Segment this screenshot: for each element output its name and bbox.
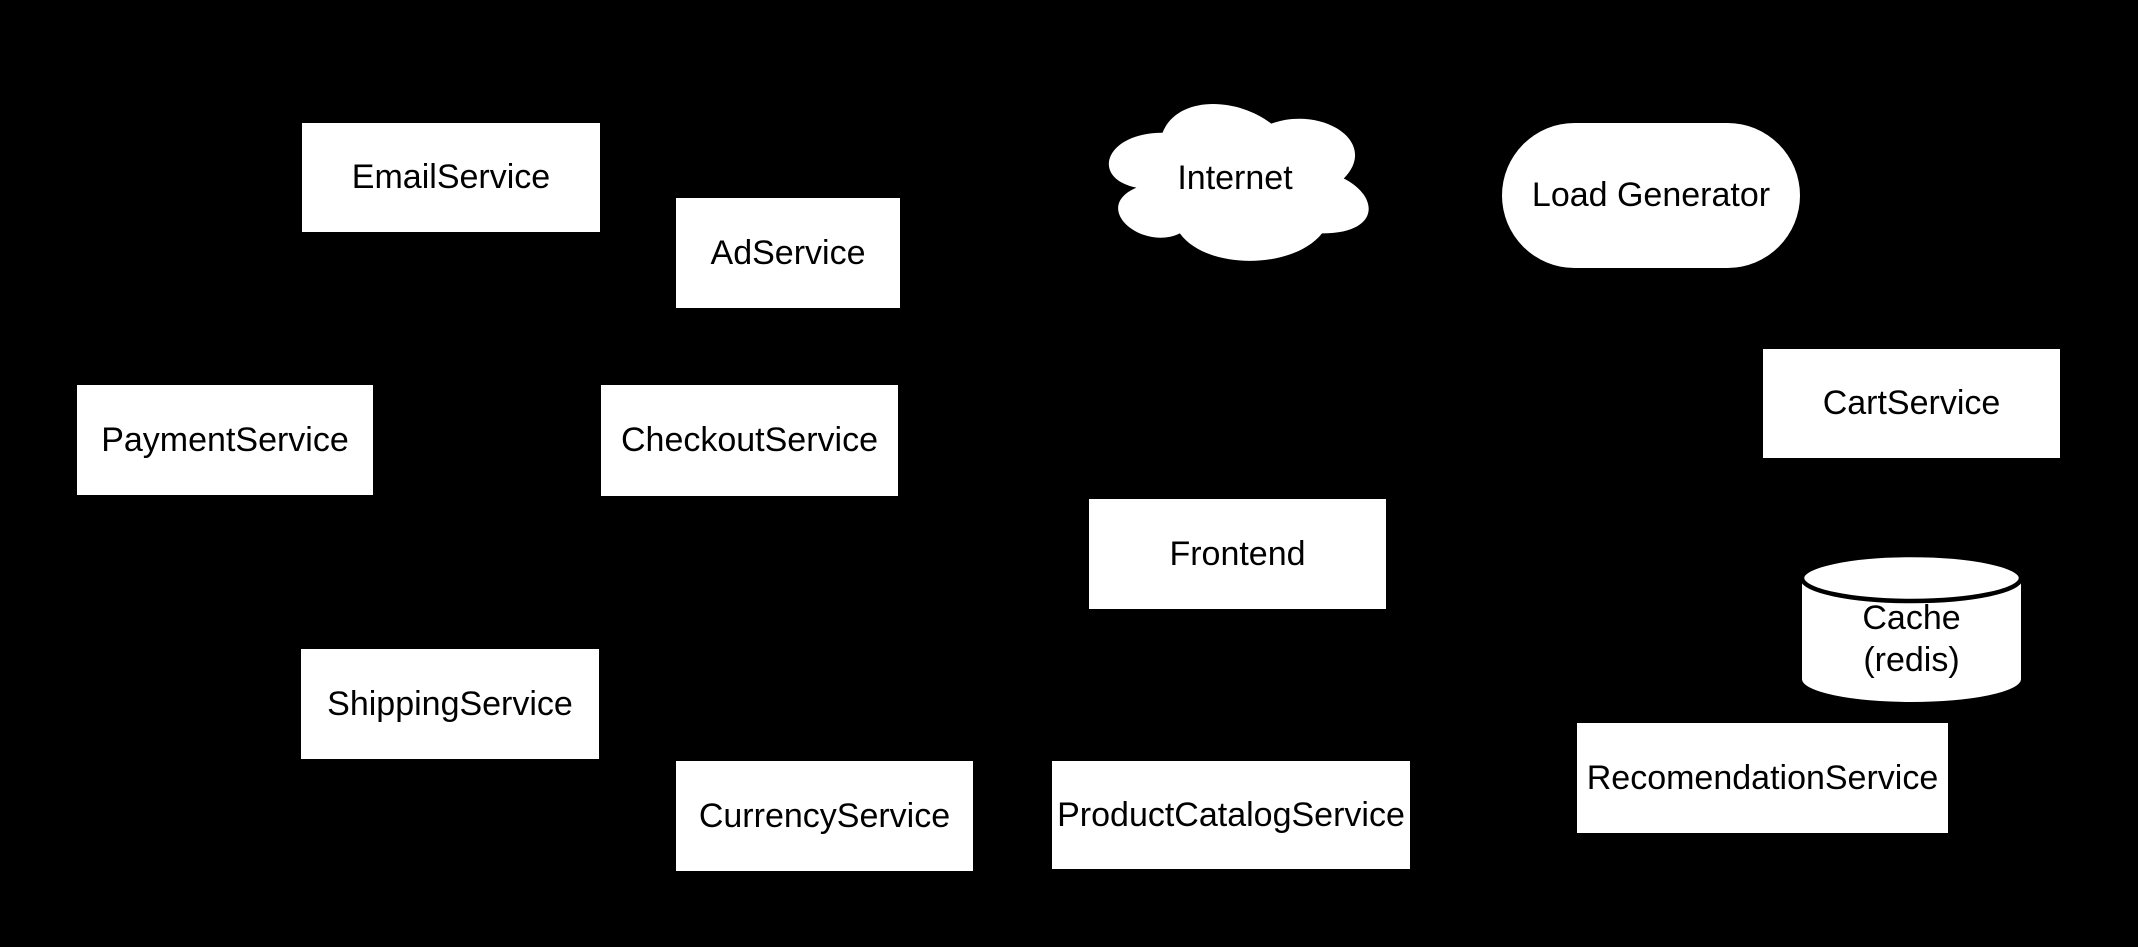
- node-cart-service: CartService: [1763, 349, 2060, 458]
- node-frontend: Frontend: [1089, 499, 1386, 609]
- node-label: EmailService: [351, 158, 551, 197]
- node-label: Frontend: [1169, 534, 1306, 573]
- node-recomendation-service: RecomendationService: [1577, 723, 1948, 833]
- cache-label-line2: (redis): [1863, 640, 1960, 679]
- node-label: CartService: [1822, 384, 2001, 423]
- node-internet-cloud: Internet: [1090, 87, 1380, 270]
- cache-label-line1: Cache: [1862, 598, 1961, 637]
- node-label: Load Generator: [1531, 176, 1771, 215]
- node-label: ShippingService: [327, 684, 573, 723]
- node-checkout-service: CheckoutService: [601, 385, 898, 496]
- node-currency-service: CurrencyService: [676, 761, 973, 871]
- node-label: ProductCatalogService: [1057, 795, 1405, 834]
- node-ad-service: AdService: [676, 198, 900, 308]
- node-label: CurrencyService: [698, 796, 951, 835]
- node-load-generator: Load Generator: [1502, 123, 1800, 268]
- node-label: Cache (redis): [1800, 553, 2023, 702]
- node-payment-service: PaymentService: [77, 385, 373, 495]
- node-label: Internet: [1177, 159, 1293, 197]
- cloud-icon: [1108, 104, 1369, 261]
- node-product-catalog-service: ProductCatalogService: [1052, 761, 1410, 869]
- database-cylinder-icon: [1800, 553, 2023, 702]
- node-label: CheckoutService: [620, 421, 878, 460]
- node-cache-redis: Cache (redis): [1800, 553, 2023, 702]
- node-label: PaymentService: [101, 420, 349, 459]
- node-label: AdService: [710, 233, 866, 272]
- node-email-service: EmailService: [302, 123, 600, 232]
- node-shipping-service: ShippingService: [301, 649, 599, 759]
- node-label: RecomendationService: [1586, 758, 1939, 797]
